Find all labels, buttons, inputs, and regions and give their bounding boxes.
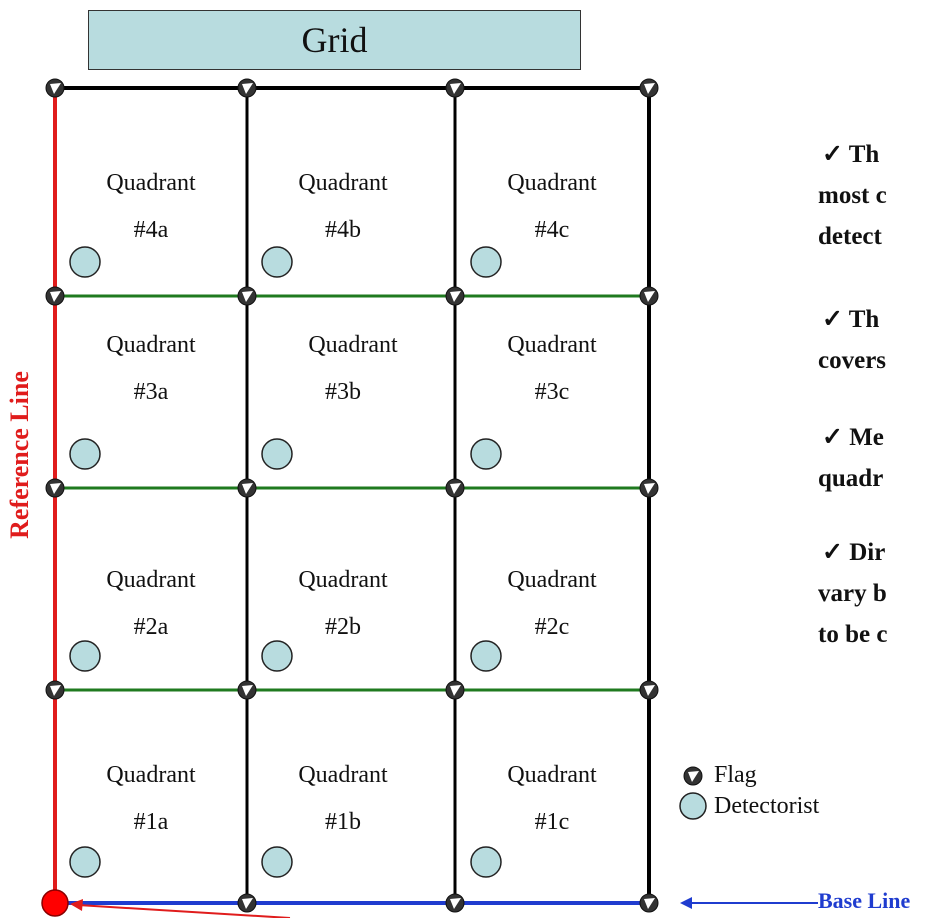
quadrant-id: #2b [325,614,361,640]
quadrant-id: #4a [133,217,169,243]
detectorist-icon [69,438,101,470]
quadrant-label: Quadrant [298,762,388,788]
origin-marker [41,889,69,917]
legend-symbols [679,766,707,820]
detectorist-icon [470,438,502,470]
legend-flag-icon [683,766,703,786]
detectorist-icon [261,246,293,278]
flag-icon [237,78,257,98]
flag-icon [639,286,659,306]
bullet-continuation: quadr [818,465,884,492]
origin-pointer [77,904,291,918]
flag-icon [45,78,65,98]
detectorist-icon [261,846,293,878]
detectorist-icon [470,846,502,878]
detectorist-icon [261,438,293,470]
detectorist-icon [69,846,101,878]
bullet-point: ✓ Th [822,141,880,168]
detectorist-icon [470,640,502,672]
quadrant-label: Quadrant [106,567,196,593]
quadrant-label: Quadrant [298,567,388,593]
detectorist-icon [69,246,101,278]
quadrant-label: Quadrant [106,762,196,788]
flag-icon [45,286,65,306]
bullet-continuation: covers [818,347,887,374]
quadrant-label: Quadrant [507,567,597,593]
bullet-continuation: detect [818,223,882,250]
flag-icon [445,286,465,306]
quadrant-label: Quadrant [507,332,597,358]
bullet-point: ✓ Dir [822,539,886,566]
flags-layer [45,78,659,913]
detectorist-icon [261,640,293,672]
detectorist-icon [69,640,101,672]
flag-icon [639,680,659,700]
legend-detectorist-label: Detectorist [714,793,820,819]
bullet-continuation: vary b [818,580,887,607]
flag-icon [45,680,65,700]
flag-icon [639,78,659,98]
flag-icon [237,680,257,700]
quadrant-id: #2a [133,614,169,640]
origin-pointer-head [70,899,83,911]
quadrant-label: Quadrant [507,762,597,788]
quadrant-id: #4c [534,217,570,243]
base-line-label: Base Line [818,888,911,913]
flag-icon [237,893,257,913]
bullet-point: ✓ Me [822,424,884,451]
quadrant-id: #3c [534,379,570,405]
flag-icon [445,478,465,498]
quadrant-label: Quadrant [308,332,398,358]
bullet-continuation: to be c [818,621,888,648]
flag-icon [237,286,257,306]
quadrant-id: #3a [133,379,169,405]
quadrant-id: #1b [325,809,361,835]
legend-flag-label: Flag [714,762,757,788]
flag-icon [639,478,659,498]
flag-icon [445,78,465,98]
bullet-point: ✓ Th [822,306,880,333]
grid-title: Grid [88,10,581,70]
flag-icon [45,478,65,498]
quadrant-id: #1c [534,809,570,835]
flag-icon [445,680,465,700]
legend-detectorist-icon [679,792,707,820]
flag-icon [639,893,659,913]
quadrant-id: #1a [133,809,169,835]
flag-icon [237,478,257,498]
flag-icon [445,893,465,913]
detectorists-layer [69,246,502,878]
detectorist-icon [470,246,502,278]
reference-line-label: Reference Line [5,371,34,539]
quadrant-label: Quadrant [106,332,196,358]
quadrant-label: Quadrant [298,170,388,196]
quadrant-label: Quadrant [106,170,196,196]
quadrant-label: Quadrant [507,170,597,196]
quadrant-id: #4b [325,217,361,243]
bullet-continuation: most c [818,182,887,209]
base-line-pointer-head [680,897,692,909]
quadrant-id: #2c [534,614,570,640]
quadrant-id: #3b [325,379,361,405]
